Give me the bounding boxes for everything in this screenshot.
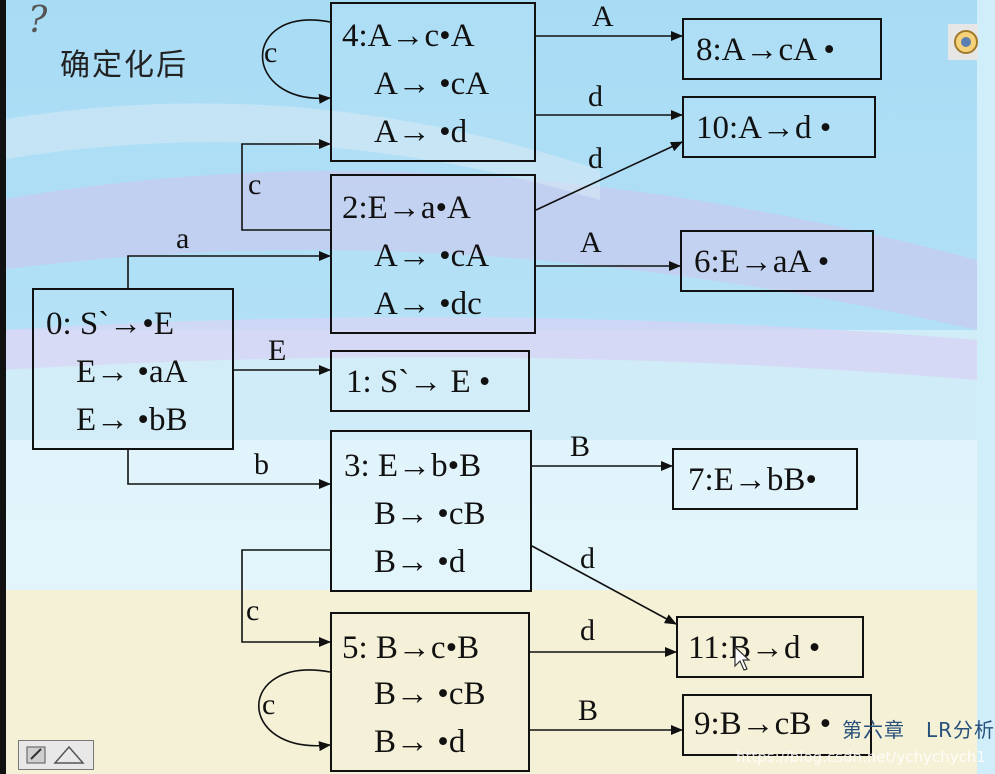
edge-label-4-8: A: [592, 0, 614, 33]
state-0-item-2: E→ •aA: [76, 354, 188, 390]
state-11: 11:B→d •: [676, 616, 864, 678]
state-2: 2:E→a•A A→ •cA A→ •dc: [330, 174, 536, 334]
edge-4-4: [261, 19, 331, 104]
window-edge: [0, 0, 6, 774]
state-0: 0: S`→•E E→ •aA E→ •bB: [32, 288, 234, 450]
edge-label-0-3: b: [254, 448, 269, 481]
state-10: 10:A→d •: [682, 96, 876, 158]
state-9: 9:B→cB •: [682, 694, 872, 756]
edge-label-5-11: d: [580, 614, 595, 647]
edge-label-3-7: B: [570, 430, 591, 463]
state-7: 7:E→bB•: [672, 448, 858, 510]
edge-label-2-10: d: [588, 142, 603, 175]
question-mark-icon[interactable]: ?: [28, 0, 48, 41]
edge-3-5: [241, 549, 331, 647]
edge-0-3: [127, 450, 331, 489]
edge-label-4-4: c: [264, 36, 278, 69]
edge-5-5: [257, 669, 331, 752]
state-5-item-1: 5: B→c•B: [342, 630, 480, 666]
slide-subtitle: 确定化后: [60, 48, 188, 83]
state-8: 8:A→cA •: [682, 18, 882, 80]
edge-label-2-6: A: [580, 226, 602, 259]
state-10-item-1: 10:A→d •: [696, 110, 832, 146]
pen-and-shape-icon[interactable]: [19, 741, 93, 769]
state-11-item-1: 11:B→d •: [688, 630, 821, 666]
edge-label-5-9: B: [578, 694, 599, 727]
state-4-item-2: A→ •cA: [374, 66, 490, 102]
state-6: 6:E→aA •: [680, 230, 874, 292]
edge-label-2-4: c: [248, 168, 262, 201]
state-5-item-3: B→ •d: [374, 724, 466, 760]
edge-label-5-5: c: [262, 688, 276, 721]
state-0-item-1: 0: S`→•E: [46, 306, 174, 342]
state-2-item-1: 2:E→a•A: [342, 190, 471, 226]
state-7-item-1: 7:E→bB•: [688, 462, 817, 498]
state-1: 1: S`→ E •: [330, 350, 530, 412]
state-6-item-1: 6:E→aA •: [694, 244, 830, 280]
state-4-item-1: 4:A→c•A: [342, 18, 475, 54]
presentation-logo-icon: [948, 24, 978, 60]
state-2-item-2: A→ •cA: [374, 238, 490, 274]
state-0-item-3: E→ •bB: [76, 402, 188, 438]
edge-0-2: [127, 251, 331, 288]
state-3-item-2: B→ •cB: [374, 496, 486, 532]
state-4-item-3: A→ •d: [374, 114, 468, 150]
state-2-item-3: A→ •dc: [374, 286, 482, 322]
state-9-item-1: 9:B→cB •: [694, 706, 832, 742]
edge-label-4-10: d: [588, 80, 603, 113]
edge-label-3-11: d: [580, 542, 595, 575]
state-5: 5: B→c•B B→ •cB B→ •d: [330, 612, 530, 772]
mouse-cursor-icon: [734, 645, 751, 671]
state-1-item-1: 1: S`→ E •: [346, 364, 491, 400]
watermark-text: https://blog.csdn.net/ychychych1: [736, 748, 986, 766]
edge-label-3-5: c: [246, 594, 260, 627]
edge-label-0-2: a: [176, 222, 190, 255]
edge-3-11: [531, 545, 677, 625]
edge-2-4: [241, 139, 331, 231]
edge-2-10: [535, 141, 683, 211]
state-8-item-1: 8:A→cA •: [696, 32, 835, 68]
state-3: 3: E→b•B B→ •cB B→ •d: [330, 430, 532, 592]
edge-label-0-1: E: [268, 334, 287, 367]
state-4: 4:A→c•A A→ •cA A→ •d: [330, 2, 536, 162]
state-3-item-3: B→ •d: [374, 544, 466, 580]
chapter-footer: 第六章 LR分析: [842, 718, 995, 742]
state-5-item-2: B→ •cB: [374, 676, 486, 712]
state-3-item-1: 3: E→b•B: [344, 448, 482, 484]
slide-toolbar[interactable]: [18, 740, 94, 770]
